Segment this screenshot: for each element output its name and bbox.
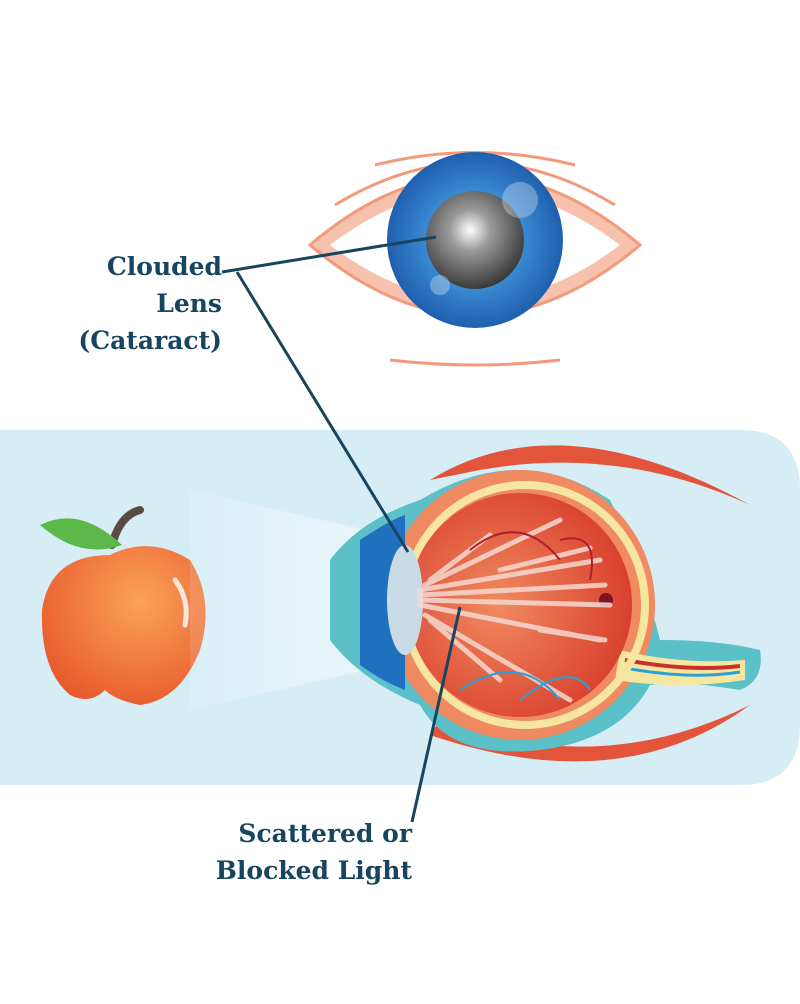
apple-illustration	[40, 506, 206, 705]
upper-muscle	[430, 445, 750, 505]
scattered-light-label: Scattered or Blocked Light	[200, 815, 412, 889]
label-line: Clouded	[106, 252, 222, 281]
scattered-light-rays	[417, 517, 613, 703]
front-eye-illustration	[307, 151, 643, 367]
clouded-lens-label: Clouded Lens (Cataract)	[78, 248, 222, 359]
label-line: Lens	[156, 289, 222, 318]
side-eye-illustration	[330, 470, 761, 752]
label-line: Scattered or	[238, 819, 412, 848]
label-line: Blocked Light	[215, 856, 412, 885]
leader-lines	[221, 235, 462, 823]
label-line: (Cataract)	[78, 326, 222, 355]
